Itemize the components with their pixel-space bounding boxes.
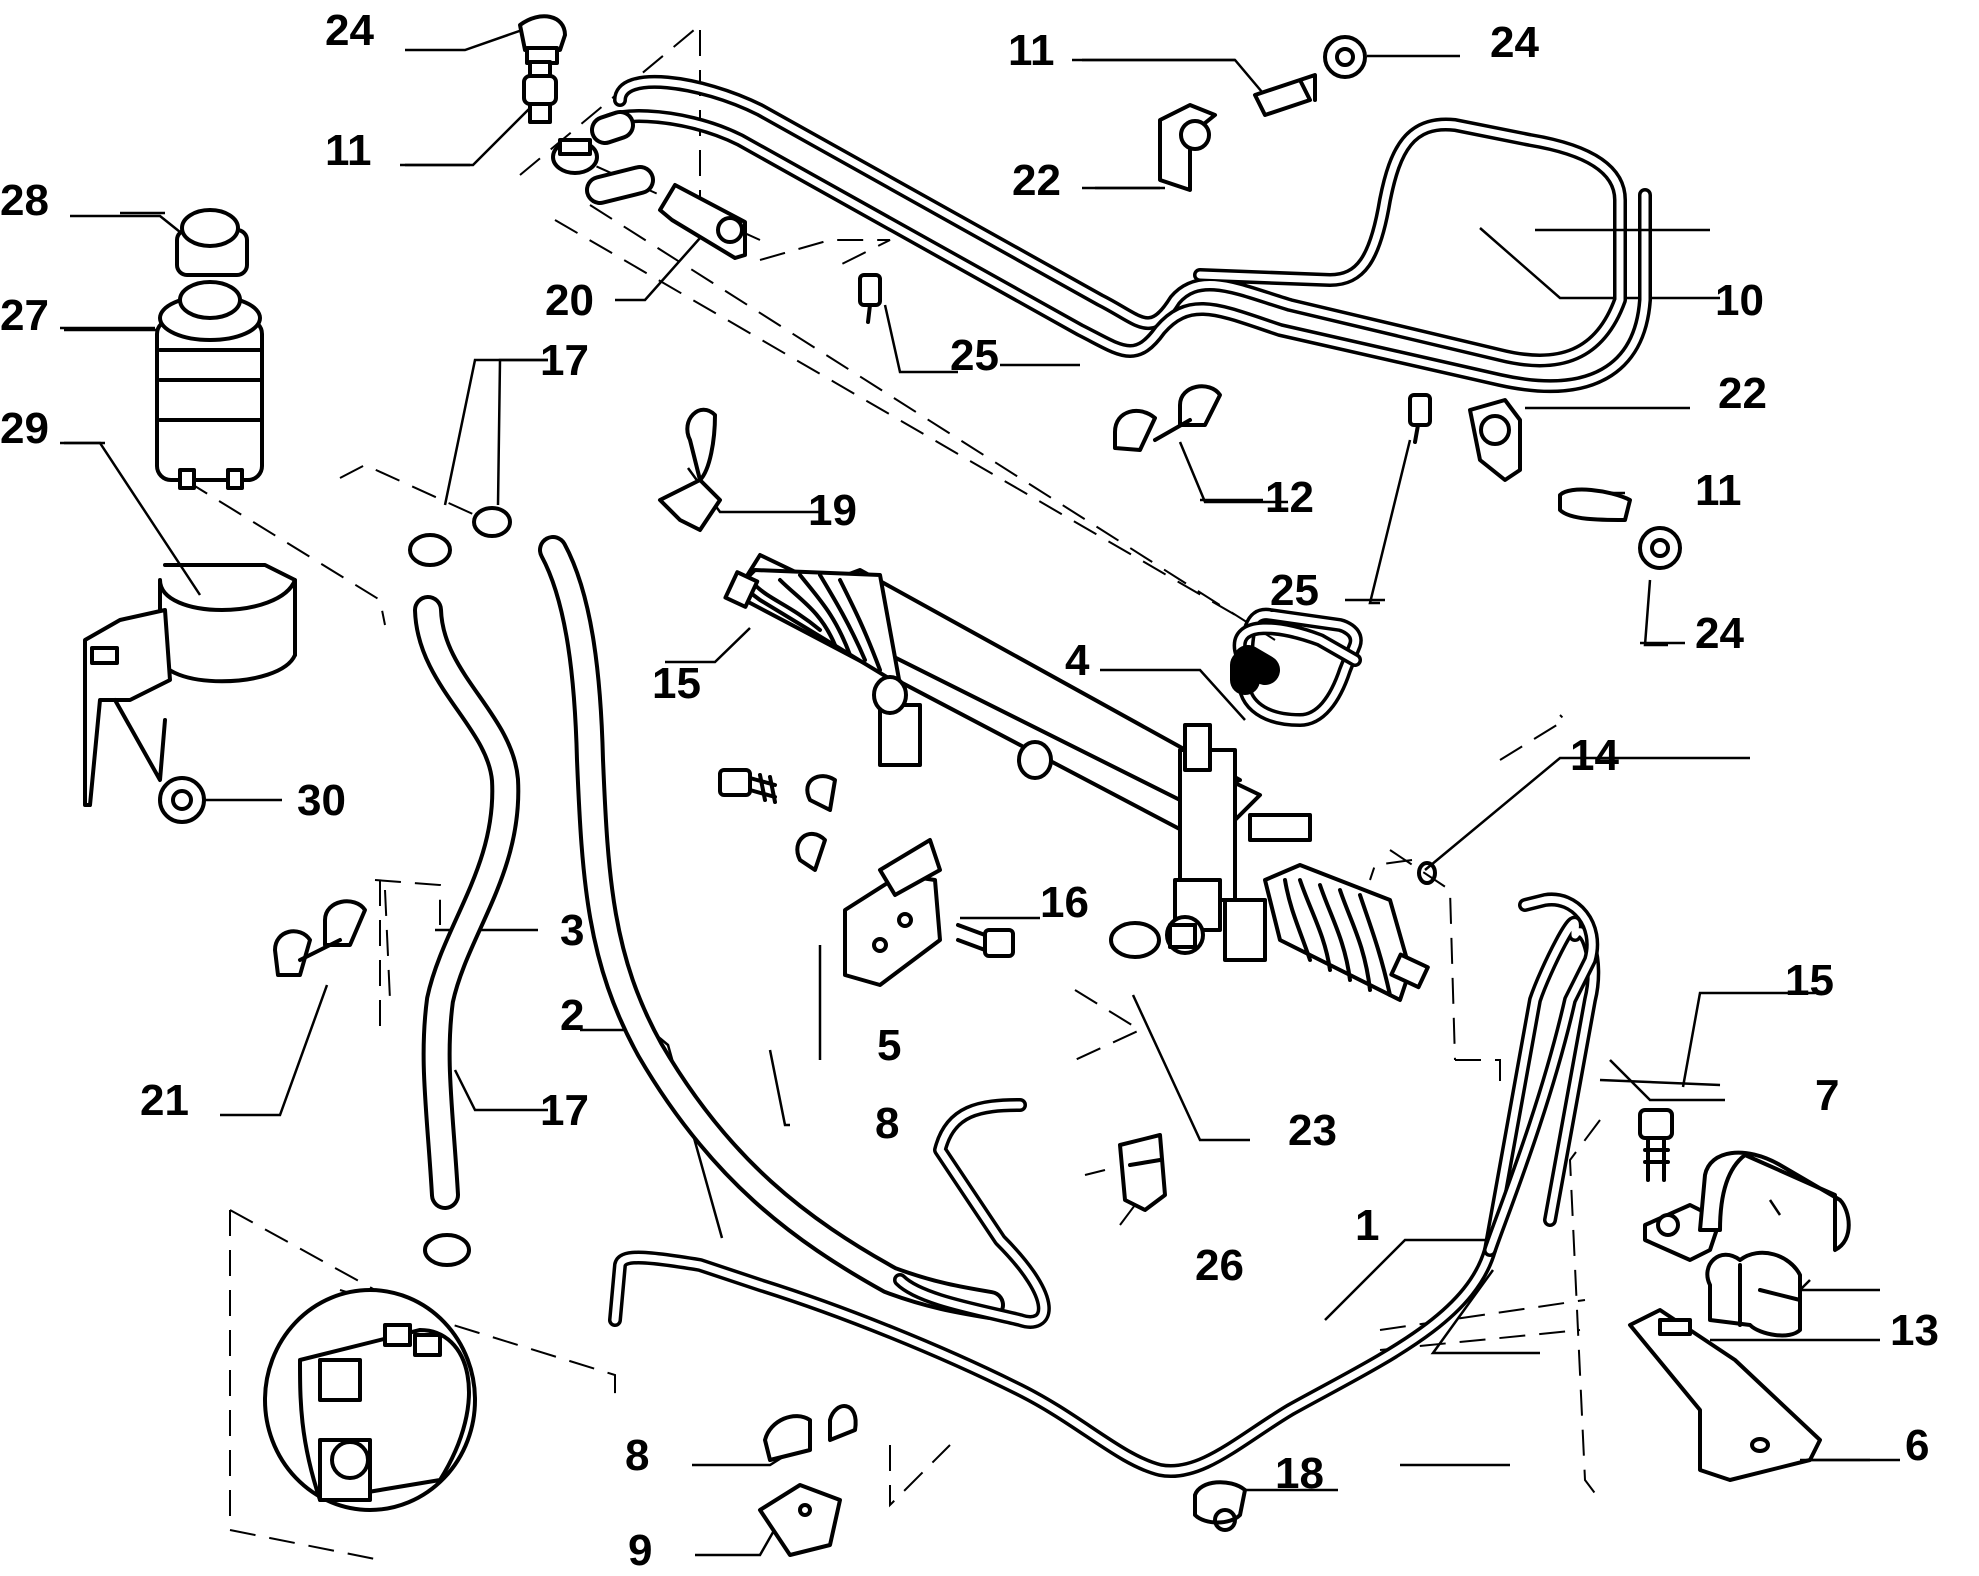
callout-8-middle: 8 bbox=[875, 1099, 899, 1148]
callout-12: 12 bbox=[1265, 473, 1314, 522]
callout-6: 6 bbox=[1905, 1421, 1929, 1470]
callout-29: 29 bbox=[0, 404, 49, 453]
ring-14 bbox=[1417, 861, 1437, 885]
callout-14: 14 bbox=[1570, 731, 1619, 780]
clip-26 bbox=[1118, 1133, 1167, 1212]
clip-20 bbox=[658, 183, 747, 260]
callout-15-right: 15 bbox=[1785, 956, 1834, 1005]
label-connectors bbox=[60, 58, 1900, 1462]
clamp-21 bbox=[273, 899, 367, 977]
clip-18 bbox=[1193, 1480, 1247, 1532]
callout-22-upper: 22 bbox=[1012, 156, 1061, 205]
callout-16: 16 bbox=[1040, 878, 1089, 927]
fitting-24-top bbox=[518, 14, 567, 65]
callout-2: 2 bbox=[560, 991, 584, 1040]
bolt-15-right bbox=[1638, 1108, 1674, 1182]
callout-30: 30 bbox=[297, 776, 346, 825]
hose-3 bbox=[413, 595, 521, 1210]
hose-2 bbox=[538, 535, 1005, 1320]
callout-3: 3 bbox=[560, 906, 584, 955]
clamp-17-middle bbox=[408, 506, 512, 567]
callout-25-upper: 25 bbox=[950, 331, 999, 380]
pump bbox=[263, 1288, 477, 1512]
callout-7: 7 bbox=[1815, 1071, 1839, 1120]
clip-22-lower bbox=[1468, 398, 1522, 482]
nut-24-lower bbox=[1638, 526, 1682, 570]
callout-11-upper-right: 11 bbox=[1008, 26, 1055, 75]
bolt-16 bbox=[956, 923, 1015, 958]
callout-26: 26 bbox=[1195, 1241, 1244, 1290]
rack-boot-left bbox=[738, 568, 902, 687]
fitting-11-upper-right bbox=[1253, 73, 1317, 117]
fitting-11-lower bbox=[1558, 487, 1632, 522]
callout-1: 1 bbox=[1355, 1201, 1379, 1250]
callout-13: 13 bbox=[1890, 1306, 1939, 1355]
rack-boot-right bbox=[1263, 863, 1412, 1002]
pipe-10 bbox=[585, 74, 1652, 394]
callout-19: 19 bbox=[808, 486, 857, 535]
clip-25-lower bbox=[1408, 393, 1432, 444]
clip-22-upper bbox=[1158, 103, 1217, 192]
callout-10: 10 bbox=[1715, 276, 1764, 325]
callout-8-bottom: 8 bbox=[625, 1431, 649, 1480]
bracket-5 bbox=[795, 774, 942, 987]
callout-17-bottom: 17 bbox=[540, 1086, 589, 1135]
callout-9: 9 bbox=[628, 1526, 652, 1575]
callout-24-top: 24 bbox=[325, 6, 374, 55]
callout-24-upper-right: 24 bbox=[1490, 18, 1539, 67]
callout-labels: 24 11 28 27 29 17 20 11 24 22 10 25 12 2… bbox=[0, 6, 1939, 1575]
callout-11-lower: 11 bbox=[1695, 466, 1742, 515]
callout-20: 20 bbox=[545, 276, 594, 325]
callout-22-lower: 22 bbox=[1718, 369, 1767, 418]
nut-30 bbox=[158, 776, 206, 824]
clip-19 bbox=[658, 407, 722, 532]
callout-18: 18 bbox=[1275, 1449, 1324, 1498]
clamp-17-lower bbox=[423, 1233, 471, 1267]
bolt-15-middle bbox=[718, 768, 777, 804]
valve-body bbox=[1165, 723, 1312, 962]
callout-4: 4 bbox=[1065, 636, 1090, 685]
callout-24-lower: 24 bbox=[1695, 609, 1744, 658]
clamp-23 bbox=[1109, 921, 1197, 959]
steering-rack-4 bbox=[723, 553, 1430, 1002]
clamp-12 bbox=[1113, 384, 1222, 452]
bracket-9 bbox=[758, 1483, 842, 1557]
reservoir-27 bbox=[155, 280, 264, 490]
callout-17-top: 17 bbox=[540, 336, 589, 385]
callout-23: 23 bbox=[1288, 1106, 1337, 1155]
reservoir-cap-28 bbox=[175, 208, 249, 277]
callout-15-middle: 15 bbox=[652, 659, 701, 708]
pipe-4 bbox=[1230, 607, 1363, 727]
pipe-1 bbox=[608, 892, 1601, 1479]
reservoir-bracket-29 bbox=[83, 563, 297, 807]
callout-25-lower: 25 bbox=[1270, 566, 1319, 615]
bracket-8-lower bbox=[763, 1404, 858, 1462]
fitting-11-top bbox=[522, 60, 558, 124]
nut-24-upper-right bbox=[1323, 35, 1367, 79]
callout-21: 21 bbox=[140, 1076, 189, 1125]
clamp-13 bbox=[1705, 1250, 1802, 1338]
bracket-7 bbox=[1643, 1150, 1851, 1262]
clip-25-upper bbox=[858, 273, 882, 324]
callout-5: 5 bbox=[877, 1021, 901, 1070]
callout-27: 27 bbox=[0, 291, 49, 340]
callout-11-top: 11 bbox=[325, 126, 372, 175]
callout-28: 28 bbox=[0, 176, 49, 225]
clamp-17-top bbox=[551, 138, 599, 175]
